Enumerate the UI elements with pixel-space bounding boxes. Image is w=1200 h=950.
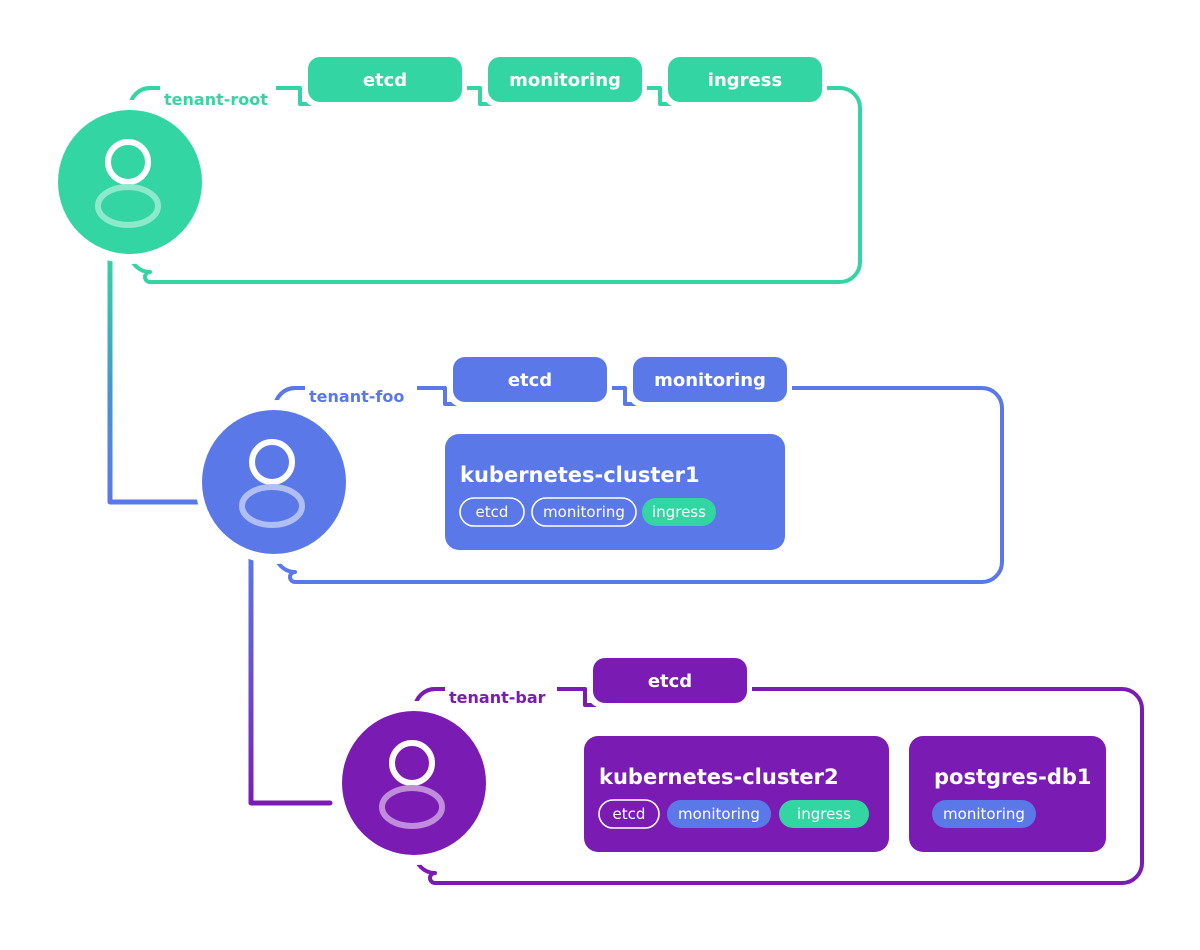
resource-card-postgres-db1-title: postgres-db1 bbox=[934, 765, 1092, 789]
resource-tag-monitoring[interactable]: monitoring bbox=[667, 800, 771, 828]
tenant-root-border-tag-monitoring[interactable]: monitoring bbox=[483, 52, 647, 107]
resource-tag-etcd[interactable]: etcd bbox=[459, 497, 525, 527]
connector-foo-to-bar bbox=[248, 549, 333, 806]
tenant-root-group[interactable]: tenant-root etcd monitoring ingress bbox=[50, 52, 862, 284]
user-avatar-icon-body bbox=[239, 484, 305, 528]
user-avatar-icon-head bbox=[249, 439, 295, 485]
tenant-root-border-tag-ingress[interactable]: ingress bbox=[663, 52, 827, 107]
user-avatar-icon-body bbox=[95, 184, 161, 228]
tenant-bar-label-mask bbox=[445, 681, 557, 698]
tenant-root-border-tag-ingress-label: ingress bbox=[708, 70, 782, 91]
resource-card-postgres-db1[interactable]: postgres-db1 monitoring bbox=[909, 736, 1106, 852]
tenant-root-label: tenant-root bbox=[164, 90, 268, 109]
resource-tag-monitoring[interactable]: monitoring bbox=[932, 800, 1036, 828]
tenant-foo-border-tag-monitoring-label: monitoring bbox=[654, 370, 766, 391]
connector-root-to-foo bbox=[107, 249, 218, 505]
resource-card-kubernetes-cluster1-title: kubernetes-cluster1 bbox=[460, 463, 700, 487]
user-avatar-icon-head bbox=[105, 139, 151, 185]
tenant-root-label-mask bbox=[160, 80, 276, 97]
tenant-foo-label-mask bbox=[305, 380, 417, 397]
resource-tag-monitoring-label: monitoring bbox=[678, 805, 760, 823]
resource-tag-ingress-label: ingress bbox=[652, 503, 706, 521]
resource-tag-ingress[interactable]: ingress bbox=[779, 800, 869, 828]
resource-tag-monitoring-label: monitoring bbox=[943, 805, 1025, 823]
tenant-bar-border-tag-etcd[interactable]: etcd bbox=[588, 653, 752, 708]
resource-tag-etcd[interactable]: etcd bbox=[598, 799, 660, 829]
tenant-bar-group[interactable]: tenant-bar etcd kubernetes-cluster2 etcd bbox=[335, 653, 1144, 885]
resource-tag-ingress-label: ingress bbox=[797, 805, 851, 823]
resource-tag-ingress[interactable]: ingress bbox=[642, 498, 716, 526]
resource-card-kubernetes-cluster2-title: kubernetes-cluster2 bbox=[599, 765, 839, 789]
tenant-foo-group[interactable]: tenant-foo etcd monitoring kubernetes-cl… bbox=[195, 352, 1004, 584]
tenant-root-border-tag-monitoring-label: monitoring bbox=[509, 70, 621, 91]
resource-tag-monitoring[interactable]: monitoring bbox=[531, 497, 637, 527]
resource-tag-monitoring-label: monitoring bbox=[543, 503, 625, 521]
tenant-foo-border-tag-etcd[interactable]: etcd bbox=[448, 352, 612, 407]
tenant-foo-label: tenant-foo bbox=[309, 387, 404, 406]
resource-tag-etcd-label: etcd bbox=[613, 805, 646, 823]
tenant-root-container-border bbox=[128, 86, 862, 284]
tenant-bar-label: tenant-bar bbox=[449, 688, 546, 707]
user-avatar-icon-head bbox=[389, 740, 435, 786]
tenant-bar-border-tag-etcd-label: etcd bbox=[648, 671, 692, 692]
resource-card-kubernetes-cluster1[interactable]: kubernetes-cluster1 etcd monitoring ingr… bbox=[445, 434, 785, 550]
tenant-foo-border-tag-monitoring[interactable]: monitoring bbox=[628, 352, 792, 407]
user-avatar-icon-body bbox=[379, 785, 445, 829]
tenant-foo-border-tag-etcd-label: etcd bbox=[508, 370, 552, 391]
tenant-root-border-tag-etcd-label: etcd bbox=[363, 70, 407, 91]
resource-tag-etcd-label: etcd bbox=[476, 503, 509, 521]
tenant-root-border-tag-etcd[interactable]: etcd bbox=[303, 52, 467, 107]
resource-card-kubernetes-cluster2[interactable]: kubernetes-cluster2 etcd monitoring ingr… bbox=[584, 736, 889, 852]
